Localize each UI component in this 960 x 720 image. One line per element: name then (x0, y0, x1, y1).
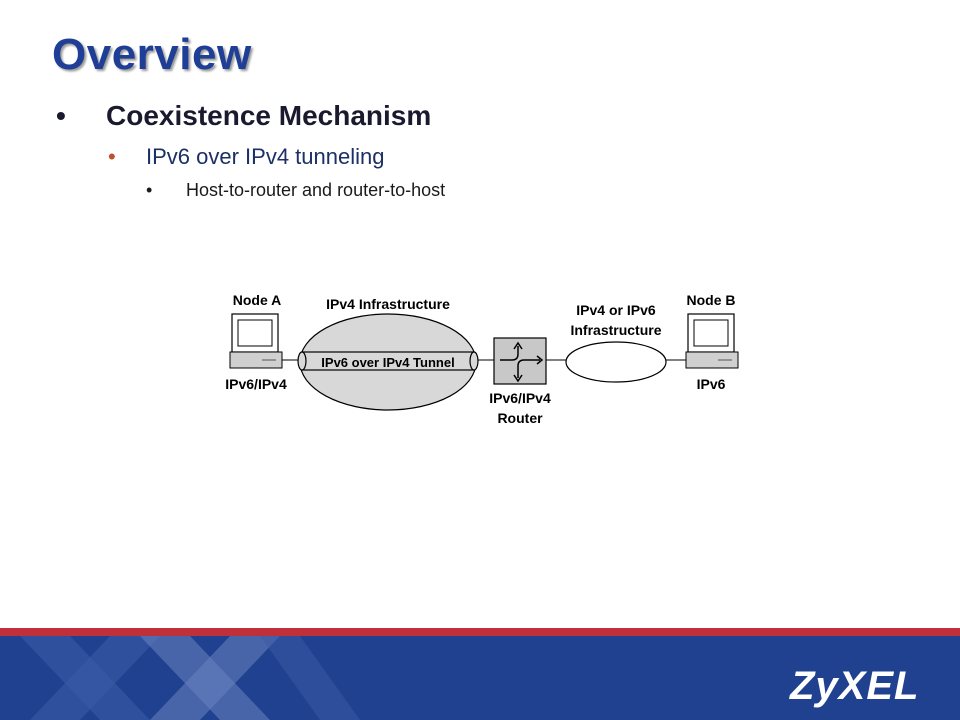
footer-blue-band: ZyXEL (0, 636, 960, 720)
node-b-stack-label: IPv6 (697, 376, 726, 392)
bullet-marker: • (146, 180, 153, 200)
node-a-label: Node A (233, 292, 281, 308)
node-b-label: Node B (687, 292, 736, 308)
right-cloud-label-line-1: IPv4 or IPv6 (576, 302, 656, 318)
right-infrastructure-cloud (565, 341, 667, 383)
footer-pattern (20, 636, 360, 720)
footer-banner: ZyXEL (0, 628, 960, 720)
router-label-line-1: IPv6/IPv4 (489, 390, 551, 406)
router-label-line-2: Router (497, 410, 543, 426)
slide-title: Overview (52, 30, 252, 79)
right-cloud-label-line-2: Infrastructure (570, 322, 661, 338)
router-icon (493, 337, 547, 385)
node-a-computer-icon (229, 313, 283, 369)
footer-red-stripe (0, 628, 960, 636)
ipv4-cloud-label: IPv4 Infrastructure (326, 296, 450, 312)
tunnel-pipe (297, 351, 479, 371)
bullet-text: Coexistence Mechanism (106, 100, 432, 131)
bullet-text: IPv6 over IPv4 tunneling (146, 144, 385, 169)
zyxel-logo: ZyXEL (790, 664, 920, 708)
tunnel-label: IPv6 over IPv4 Tunnel (321, 355, 454, 370)
bullet-marker: • (56, 100, 66, 131)
bullet-marker: • (108, 144, 116, 169)
node-a-stack-label: IPv6/IPv4 (225, 376, 287, 392)
node-b-computer-icon (685, 313, 739, 369)
bullet-text: Host-to-router and router-to-host (186, 180, 446, 200)
